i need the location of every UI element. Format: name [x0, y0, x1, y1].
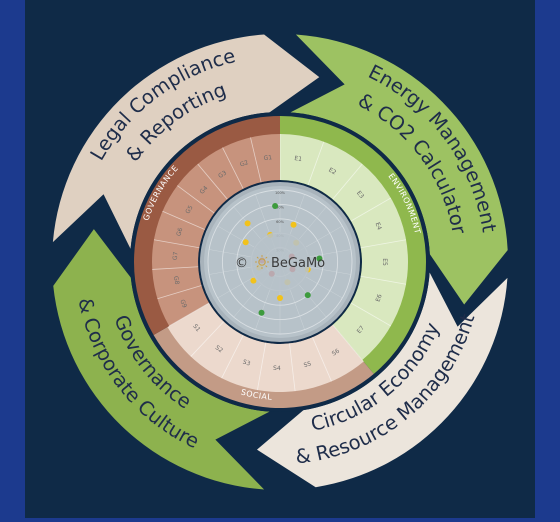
sector-ring: E1E2E3E4E5E6E7ENVIRONMENTS6S5S4S3S2S1SOC…: [130, 112, 430, 412]
cell-label: E6: [375, 293, 384, 303]
cell-label: E7: [356, 325, 366, 335]
cell-label: G8: [172, 276, 180, 286]
cell-label: G6: [175, 227, 184, 237]
radar-tick-label: 60%: [276, 220, 284, 224]
radar-tick-label: 80%: [276, 205, 284, 209]
radar-point-yellow: [242, 239, 249, 246]
arrow-legal: [52, 34, 320, 249]
radar-tick-label: 100%: [275, 191, 286, 195]
cell-label: G9: [178, 299, 188, 310]
copyright-symbol: ©: [235, 256, 248, 271]
cell-label: G2: [239, 159, 250, 169]
radar-point-yellow: [277, 295, 283, 301]
cell-label: E4: [374, 221, 383, 231]
radar-point-green: [272, 203, 279, 210]
arrow-energy: [290, 34, 508, 305]
radar-point-yellow: [290, 221, 297, 228]
cell-label: E5: [381, 258, 388, 266]
cell-label: G7: [172, 251, 179, 260]
cell-label: G4: [199, 185, 210, 196]
cell-label: S5: [303, 360, 312, 369]
sun-icon: [255, 255, 269, 269]
radar-point-yellow: [244, 220, 251, 227]
cell-label: S3: [242, 359, 252, 368]
radar-point-green: [258, 309, 265, 316]
sector-environment-cells: [280, 134, 408, 361]
cell-label: E2: [327, 167, 337, 177]
logo: © BeGaMo: [235, 255, 325, 271]
sector-governance-cells: [152, 134, 280, 326]
cell-label: G1: [263, 154, 272, 162]
radar-point-green: [304, 292, 311, 299]
logo-name: BeGaMo: [271, 256, 325, 271]
cell-label: E3: [355, 190, 365, 200]
radar-point-yellow: [250, 277, 257, 284]
radar-center: [250, 232, 310, 292]
cell-label: G3: [217, 169, 228, 180]
cell-label: G5: [184, 204, 194, 215]
arrow-governance: [53, 229, 270, 490]
radar-point-green: [316, 255, 323, 262]
cell-label: S1: [191, 323, 201, 333]
sector-social-cells: [167, 303, 364, 392]
cell-label: S4: [273, 365, 281, 372]
arrow-circular: [256, 272, 508, 488]
radar-chart: 100%80%60%40%20%: [200, 182, 360, 342]
cell-label: E1: [294, 155, 303, 163]
cell-label: S2: [214, 344, 224, 354]
cell-label: S6: [331, 348, 341, 358]
